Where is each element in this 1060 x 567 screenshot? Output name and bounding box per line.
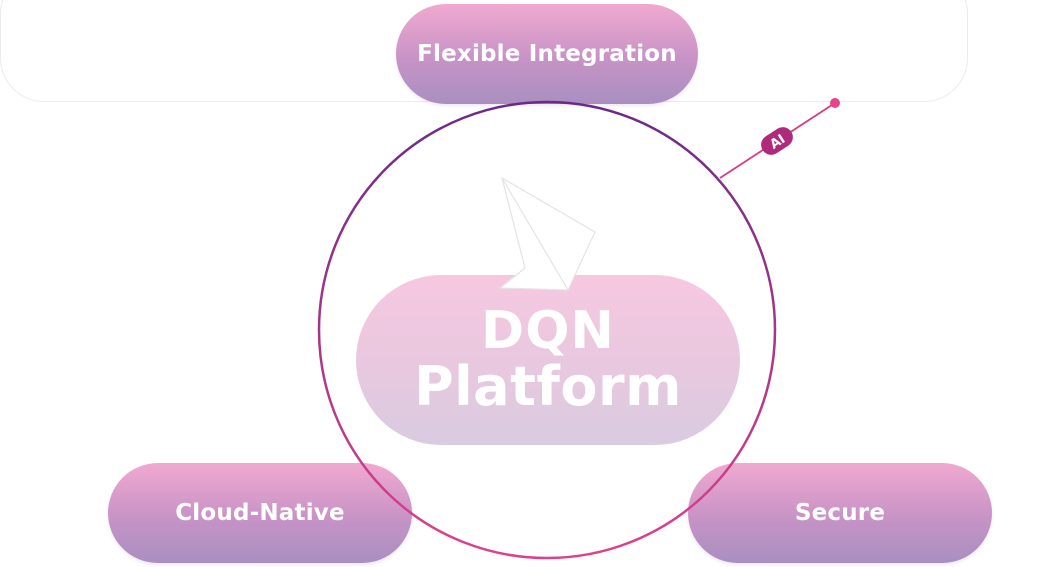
cloud-native-pill: Cloud-Native: [108, 463, 412, 563]
ai-connector-line: [719, 102, 836, 179]
platform-center-pill: DQN Platform: [356, 275, 740, 445]
platform-name-line1: DQN: [481, 301, 615, 362]
ai-badge-label: AI: [767, 132, 788, 153]
flexible-integration-pill: Flexible Integration: [396, 4, 698, 104]
cloud-native-label: Cloud-Native: [175, 500, 345, 526]
platform-name-line2: Platform: [414, 354, 682, 418]
flexible-integration-label: Flexible Integration: [417, 41, 677, 67]
secure-pill: Secure: [688, 463, 992, 563]
paper-plane-icon: [498, 176, 596, 291]
secure-label: Secure: [794, 500, 886, 526]
ai-badge: AI: [761, 127, 793, 155]
